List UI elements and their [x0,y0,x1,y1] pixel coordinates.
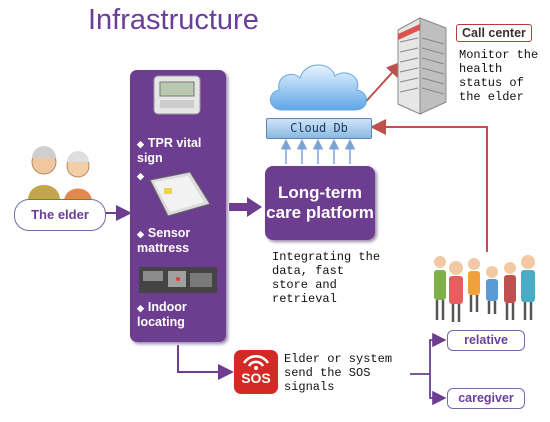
platform-description: Integrating the data, fast store and ret… [272,250,381,306]
call-center-description: Monitor the health status of the elder [459,48,539,104]
sos-description: Elder or system send the SOS signals [284,352,393,394]
indoor-map-icon [139,267,217,293]
vital-sign-monitor-icon [153,75,201,115]
relative-label: relative [447,330,525,351]
sensor-mattress-icon [149,171,211,217]
sos-text: SOS [241,370,271,386]
family-to-cloud-arrow [370,119,488,252]
elder-label: The elder [14,199,106,231]
care-platform-label: Long-term care platform [266,183,374,222]
page-title: Infrastructure [88,4,259,36]
sos-to-recipients-arrows [410,332,447,406]
devices-to-platform-arrow [229,197,262,217]
device-panel: ◆TPR vital sign ◆ ◆Sensor mattress ◆Indo… [130,70,226,342]
care-platform-box: Long-term care platform [265,166,375,240]
device-item-blank: ◆ [137,171,144,181]
building-icon [397,17,447,115]
family-icon [434,255,535,322]
call-center-label: Call center [456,24,532,42]
sos-icon [234,350,278,394]
devices-to-sos-arrow [177,345,234,380]
platform-to-cloud-arrows [280,139,356,164]
device-item-tpr: ◆TPR vital sign [137,136,202,165]
caregiver-label: caregiver [447,388,525,409]
device-item-locating: ◆Indoor locating [137,300,187,329]
device-item-mattress: ◆Sensor mattress [137,226,191,255]
cloud-icon [270,64,367,111]
elder-couple-icon [28,146,92,202]
cloud-db-label: Cloud Db [266,118,372,139]
